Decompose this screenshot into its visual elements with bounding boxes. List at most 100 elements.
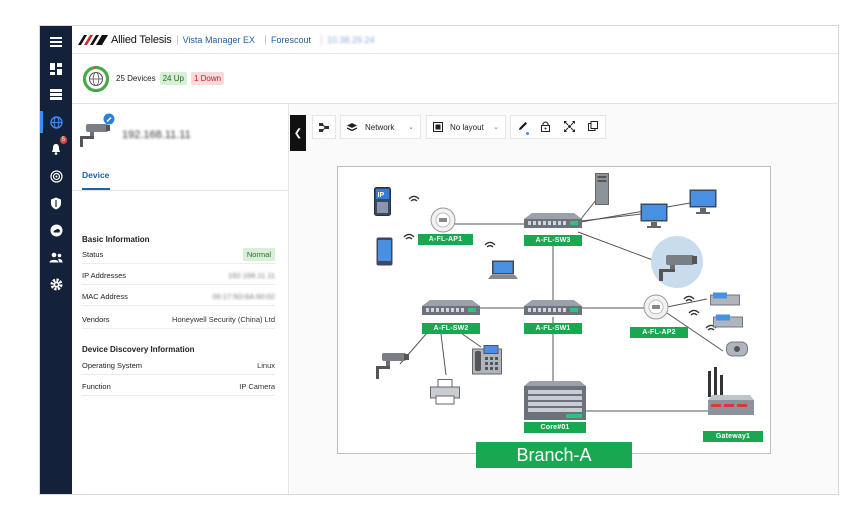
edit-toolbar (510, 115, 606, 139)
network-globe-icon[interactable] (40, 111, 68, 133)
core-chassis-switch-icon (524, 381, 586, 420)
dashboard-icon[interactable] (44, 58, 68, 80)
row-label: Operating System (82, 361, 143, 370)
top-bar: Allied Telesis Vista Manager EX Forescou… (72, 26, 838, 54)
row-operating-system: Operating System Linux (82, 357, 275, 375)
hierarchy-button[interactable] (312, 115, 336, 139)
node-label-sw2[interactable]: A-FL-SW2 (422, 323, 480, 334)
access-point-icon (643, 294, 669, 320)
topology-view: ❮ Network ⌄ No layout ⌄ (290, 104, 838, 494)
layers-icon (347, 122, 357, 131)
device-header: 192.168.11.11 Device (72, 104, 288, 191)
node-label-gateway[interactable]: Gateway1 (703, 431, 763, 442)
layout-select[interactable]: No layout ⌄ (426, 115, 506, 139)
node-label-ap2[interactable]: A-FL-AP2 (630, 327, 688, 338)
node-label-sw3[interactable]: A-FL-SW3 (524, 235, 582, 246)
ip-phone-icon (472, 345, 502, 375)
wifi-icon (484, 241, 496, 248)
iot-device-icon (713, 314, 743, 328)
tab-device[interactable]: Device (82, 170, 110, 180)
iot-device-icon (710, 292, 740, 306)
edit-pencil-icon[interactable] (518, 121, 529, 135)
topology-canvas[interactable]: IP A-FL-AP1 (337, 166, 771, 454)
svg-text:IP: IP (378, 192, 385, 199)
fit-to-screen-icon[interactable] (563, 120, 575, 134)
row-label: Function (82, 382, 111, 391)
nav-rail: 5 (40, 26, 72, 494)
breadcrumb-vista-manager[interactable]: Vista Manager EX (176, 34, 260, 45)
printer-icon (430, 379, 460, 405)
status-badge: Normal (242, 248, 275, 261)
row-mac-address: MAC Address 00:17:5D:6A:60:02 (82, 288, 275, 306)
radar-icon[interactable] (44, 165, 68, 187)
cloud-icon[interactable] (44, 219, 68, 241)
users-icon[interactable] (44, 246, 68, 268)
lock-icon[interactable] (541, 121, 551, 134)
brand-logo[interactable]: Allied Telesis (78, 34, 172, 46)
node-label-core[interactable]: Core#01 (524, 422, 586, 433)
layout-select-label: No layout (450, 122, 484, 132)
chevron-down-icon: ⌄ (493, 124, 499, 131)
chevron-down-icon: ⌄ (408, 124, 414, 131)
wifi-icon (683, 295, 695, 302)
shield-icon[interactable] (44, 192, 68, 214)
basic-info-heading: Basic Information (82, 235, 150, 244)
list-icon[interactable] (44, 83, 68, 105)
row-function: Function IP Camera (82, 378, 275, 396)
gateway-router-icon (708, 367, 754, 415)
row-ip-addresses: IP Addresses 192.168.11.11 (82, 267, 275, 285)
wifi-icon (403, 233, 415, 240)
layout-icon (433, 122, 443, 132)
discovery-info-heading: Device Discovery Information (82, 345, 195, 354)
copy-icon[interactable] (588, 121, 599, 133)
device-health-ring-icon (83, 65, 109, 92)
menu-icon[interactable] (44, 31, 68, 53)
laptop-icon (488, 260, 518, 279)
row-value: 192.168.11.11 (228, 271, 275, 280)
wifi-icon (408, 195, 420, 202)
row-value: Linux (257, 361, 275, 370)
node-label-ap1[interactable]: A-FL-AP1 (418, 234, 473, 245)
breadcrumb-forescout[interactable]: Forescout (264, 34, 316, 45)
alerts-bell-icon[interactable]: 5 (44, 136, 68, 160)
devices-down-badge[interactable]: 1 Down (190, 72, 225, 85)
collapse-panel-button[interactable]: ❮ (290, 115, 306, 151)
server-icon (595, 173, 609, 205)
desktop-computer-icon (689, 189, 717, 214)
access-point-icon (430, 207, 456, 233)
tab-divider (72, 190, 288, 191)
ip-phone-tablet-icon: IP (374, 187, 391, 216)
selected-ip-camera-icon[interactable] (650, 235, 704, 289)
desktop-computer-icon (640, 203, 668, 228)
switch-icon (524, 300, 582, 315)
row-value: IP Camera (239, 382, 275, 391)
smartphone-icon (376, 237, 393, 266)
row-label: MAC Address (82, 292, 128, 301)
allied-telesis-logo-icon (78, 34, 108, 45)
network-select[interactable]: Network ⌄ (340, 115, 421, 139)
device-ip-title: 192.168.11.11 (122, 129, 191, 141)
node-label-sw1[interactable]: A-FL-SW1 (524, 323, 582, 334)
device-panel: 192.168.11.11 Device Basic Information S… (72, 104, 289, 494)
network-select-label: Network (365, 122, 395, 132)
row-status: Status Normal (82, 246, 275, 264)
devices-up-badge[interactable]: 24 Up (159, 72, 187, 85)
row-label: Status (82, 250, 104, 259)
ip-camera-icon (376, 353, 409, 379)
device-count: 25 Devices (116, 74, 156, 83)
tab-underline (82, 188, 110, 190)
alerts-badge: 5 (59, 136, 67, 144)
row-label: Vendors (82, 315, 110, 324)
switch-icon (422, 300, 480, 315)
settings-gear-icon[interactable] (44, 273, 68, 295)
ip-camera-icon (80, 113, 115, 147)
sensor-icon (726, 341, 748, 357)
row-value: 00:17:5D:6A:60:02 (212, 292, 275, 301)
site-label-branch[interactable]: Branch-A (476, 442, 632, 468)
row-value: Honeywell Security (China) Ltd (172, 315, 275, 324)
row-vendors: Vendors Honeywell Security (China) Ltd (82, 311, 275, 329)
switch-icon (524, 213, 582, 228)
breadcrumb-ip[interactable]: 10.38.29.24 (321, 34, 380, 45)
hierarchy-icon (319, 122, 329, 132)
row-label: IP Addresses (82, 271, 127, 280)
